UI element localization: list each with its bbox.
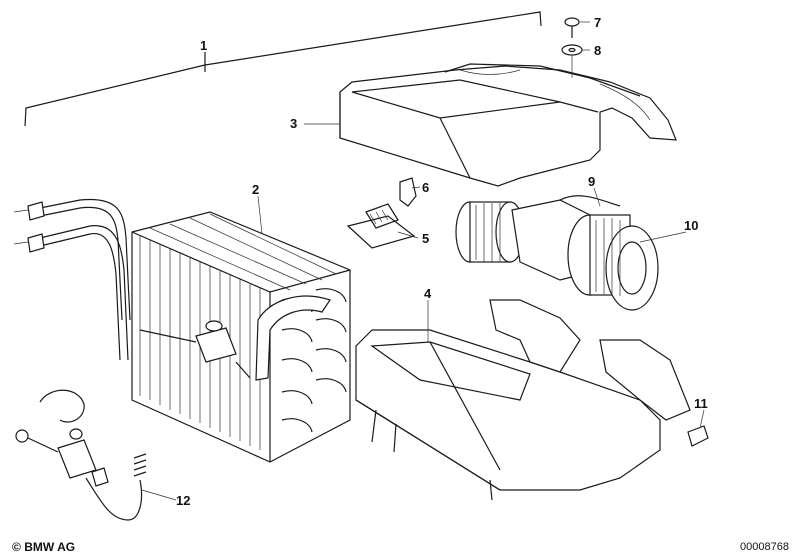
callout-labels: 1 2 3 4 5 6 7 8 9 10 11 12 — [176, 15, 708, 508]
resistor-5 — [346, 203, 416, 249]
callout-10: 10 — [684, 218, 698, 233]
expansion-valve-12 — [15, 389, 147, 521]
brand-name: BMW AG — [24, 540, 76, 554]
callout-9: 9 — [588, 174, 595, 189]
copyright-notice: © BMW AG — [12, 540, 75, 554]
callout-12: 12 — [176, 493, 190, 508]
assembly-bracket — [24, 11, 542, 127]
clip-6 — [399, 177, 417, 207]
callout-8: 8 — [594, 43, 601, 58]
callout-4: 4 — [424, 286, 432, 301]
lower-housing — [355, 299, 691, 501]
diagram-id: 00008768 — [740, 541, 789, 553]
callout-11: 11 — [694, 396, 708, 411]
refrigerant-pipes — [13, 198, 131, 361]
leader-lines — [141, 21, 705, 501]
copyright-symbol: © — [12, 540, 21, 554]
upper-housing-cover — [339, 63, 677, 187]
callout-5: 5 — [422, 231, 429, 246]
callout-7: 7 — [594, 15, 601, 30]
callout-3: 3 — [290, 116, 297, 131]
callout-2: 2 — [252, 182, 259, 197]
expansion-valve — [139, 320, 251, 379]
callout-1: 1 — [200, 38, 207, 53]
callout-6: 6 — [422, 180, 429, 195]
clip-11 — [687, 425, 709, 447]
evaporator-core — [131, 211, 351, 463]
blower-motor-assembly — [455, 195, 659, 311]
screw-7 — [564, 17, 580, 38]
